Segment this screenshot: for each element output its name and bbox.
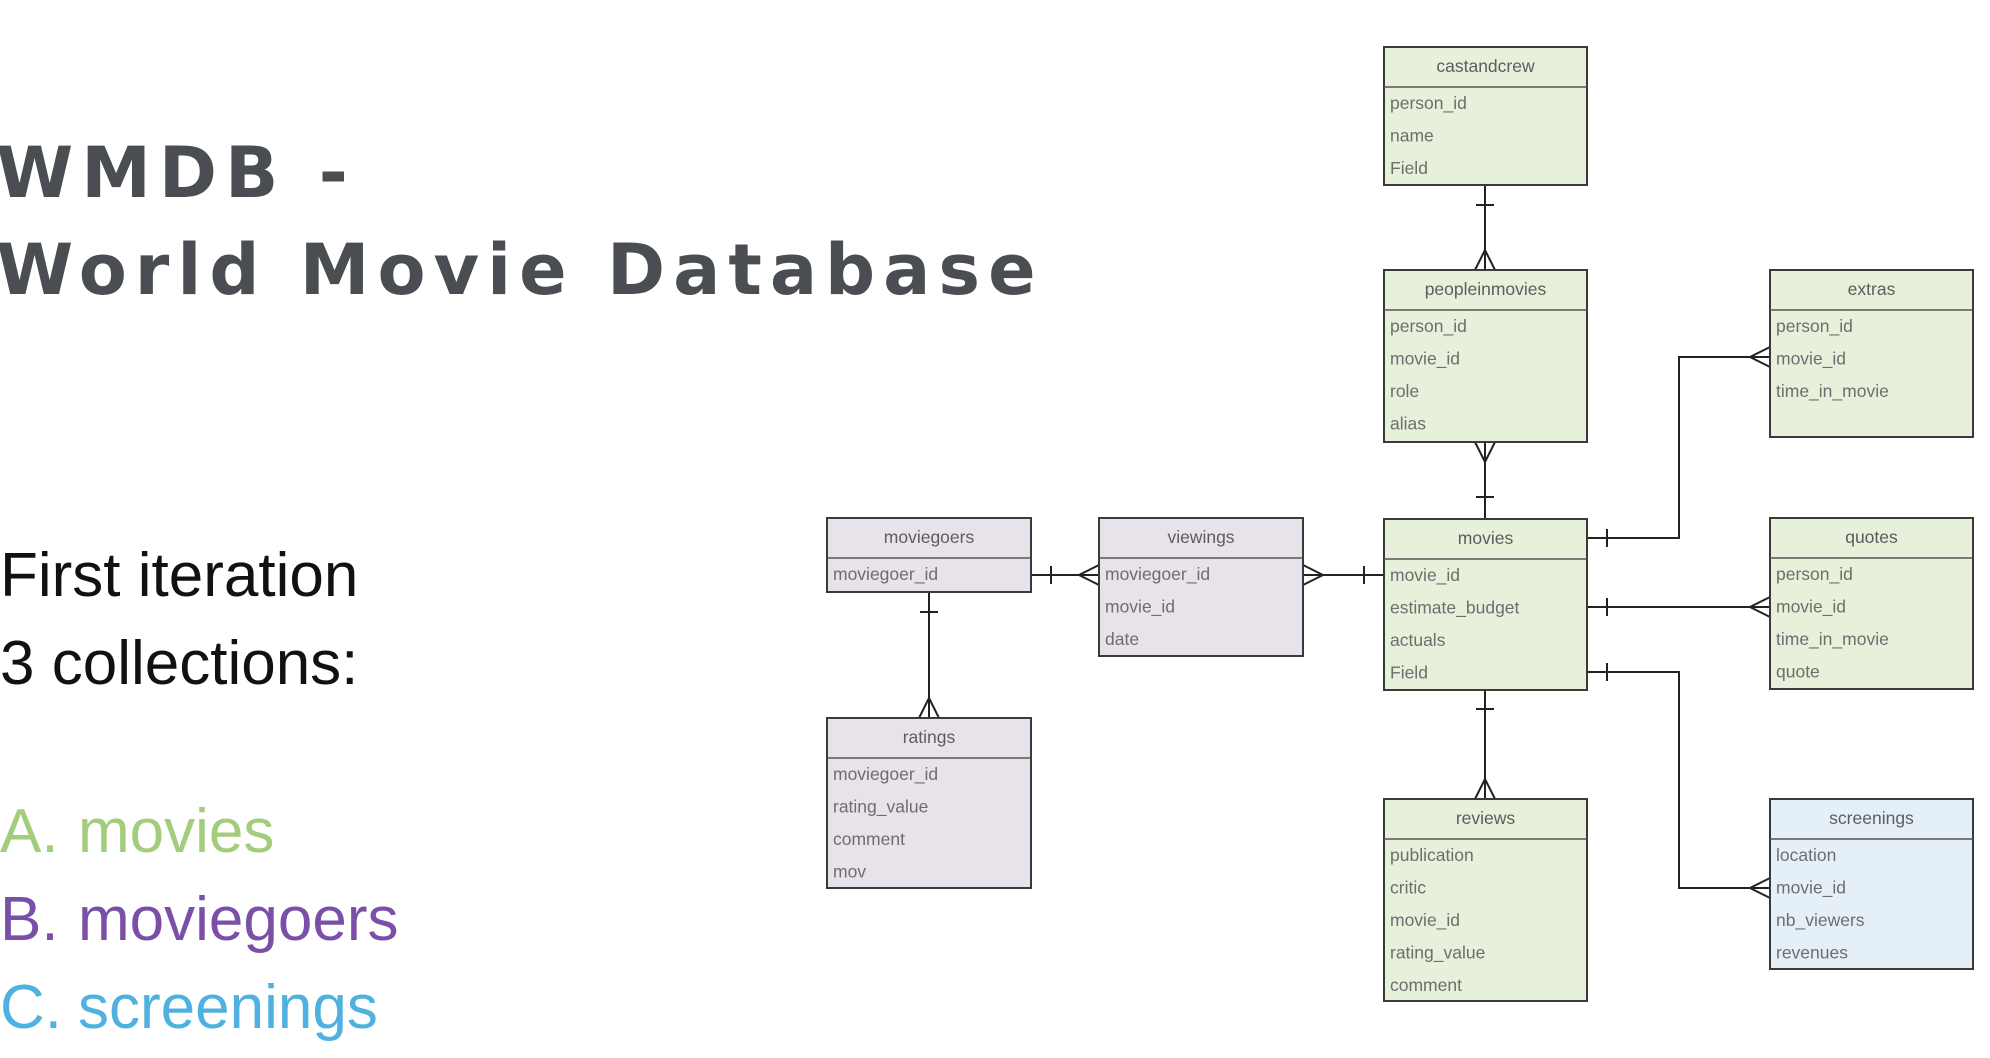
table-field: date: [1105, 629, 1139, 649]
table-field: estimate_budget: [1390, 598, 1520, 619]
table-field: comment: [1390, 975, 1462, 995]
table-field: rating_value: [1390, 943, 1485, 964]
table-field: location: [1776, 845, 1836, 865]
collection-name: moviegoers: [78, 885, 399, 954]
collection-letter: C.: [0, 973, 62, 1042]
table-field: Field: [1390, 158, 1428, 178]
collection-name: movies: [78, 797, 275, 866]
table-field: time_in_movie: [1776, 381, 1889, 402]
table-field: movie_id: [1776, 597, 1846, 618]
table-field: movie_id: [1776, 349, 1846, 370]
table-title: extras: [1848, 279, 1896, 299]
table-field: person_id: [1776, 316, 1853, 337]
table-field: moviegoer_id: [1105, 564, 1210, 585]
title-line-1: WMDB -: [0, 132, 356, 214]
table-box: [1769, 517, 1974, 690]
table-field: actuals: [1390, 630, 1446, 650]
table-title: ratings: [903, 727, 956, 747]
collection-item-movies: A. movies: [0, 788, 398, 876]
table-title: movies: [1458, 528, 1514, 548]
table-field: movie_id: [1390, 349, 1460, 370]
relationship-movies-quotes: [1587, 596, 1771, 618]
table-title: quotes: [1845, 527, 1898, 547]
table-field: publication: [1390, 845, 1474, 865]
collection-letter: B.: [0, 885, 59, 954]
collection-item-screenings: C.screenings: [0, 964, 398, 1052]
table-field: movie_id: [1776, 878, 1846, 899]
table-reviews: reviews publication critic movie_id rating_v…: [1383, 798, 1588, 1002]
page-title: WMDB - World Movie Database: [0, 125, 1044, 319]
table-field: person_id: [1776, 564, 1853, 585]
table-title: viewings: [1167, 527, 1234, 547]
table-title: reviews: [1456, 808, 1516, 828]
table-field: name: [1390, 126, 1434, 146]
relationship-movies-reviews: [1474, 690, 1496, 800]
table-field: moviegoer_id: [833, 764, 938, 785]
subtitle-line-2: 3 collections:: [0, 629, 359, 698]
table-field: person_id: [1390, 316, 1467, 337]
table-extras: extras person_id movie_id time_in_movie: [1769, 269, 1974, 438]
relationship-movies-extras: [1587, 346, 1771, 547]
collection-letter: A.: [0, 797, 59, 866]
table-field: quote: [1776, 662, 1820, 682]
table-title: castandcrew: [1436, 56, 1535, 76]
table-field: alias: [1390, 414, 1426, 434]
table-field: moviegoer_id: [833, 564, 938, 585]
table-field: movie_id: [1390, 910, 1460, 931]
table-field: nb_viewers: [1776, 910, 1865, 931]
collections-list: A. movies B. moviegoers C.screenings: [0, 788, 398, 1052]
relationships: [918, 185, 1771, 899]
table-screenings: screenings location movie_id nb_viewersreve…: [1769, 798, 1974, 970]
table-field: Field: [1390, 663, 1428, 683]
relationship-moviegoers-ratings: [918, 592, 940, 719]
table-movies: movies movie_id estimate_budgetactualsFiel…: [1383, 518, 1588, 691]
table-field: rating_value: [833, 797, 928, 818]
relationship-viewings-movies: [1302, 564, 1384, 586]
subtitle: First iteration 3 collections:: [0, 532, 358, 708]
table-box: [826, 517, 1032, 593]
table-field: critic: [1390, 878, 1426, 898]
collection-item-moviegoers: B. moviegoers: [0, 876, 398, 964]
relationship-movies-screenings: [1587, 663, 1771, 899]
table-field: time_in_movie: [1776, 629, 1889, 650]
table-field: role: [1390, 381, 1419, 401]
relationship-moviegoers-viewings: [1031, 564, 1100, 586]
table-box: [826, 717, 1032, 889]
table-field: movie_id: [1390, 565, 1460, 586]
table-box: [1383, 798, 1588, 1002]
table-box: [1383, 269, 1588, 443]
relationship-peopleinmovies-movies: [1474, 441, 1496, 519]
subtitle-line-1: First iteration: [0, 541, 359, 610]
relationship-castandcrew-peopleinmovies: [1474, 185, 1496, 271]
table-title: moviegoers: [884, 527, 975, 547]
table-box: [1098, 517, 1304, 657]
table-box: [1769, 269, 1974, 438]
table-box: [1769, 798, 1974, 970]
title-line-2: World Movie Database: [0, 229, 1044, 311]
table-moviegoers: moviegoers moviegoer_id: [826, 517, 1032, 593]
table-field: person_id: [1390, 93, 1467, 114]
table-field: mov: [833, 862, 866, 882]
table-field: comment: [833, 829, 905, 849]
table-title: peopleinmovies: [1425, 279, 1547, 299]
table-title: screenings: [1829, 808, 1914, 828]
table-box: [1383, 46, 1588, 186]
table-field: revenues: [1776, 943, 1848, 963]
collection-name: screenings: [78, 973, 378, 1042]
table-field: movie_id: [1105, 597, 1175, 618]
table-quotes: quotes person_id movie_id time_in_moviequot…: [1769, 517, 1974, 690]
table-box: [1383, 518, 1588, 691]
